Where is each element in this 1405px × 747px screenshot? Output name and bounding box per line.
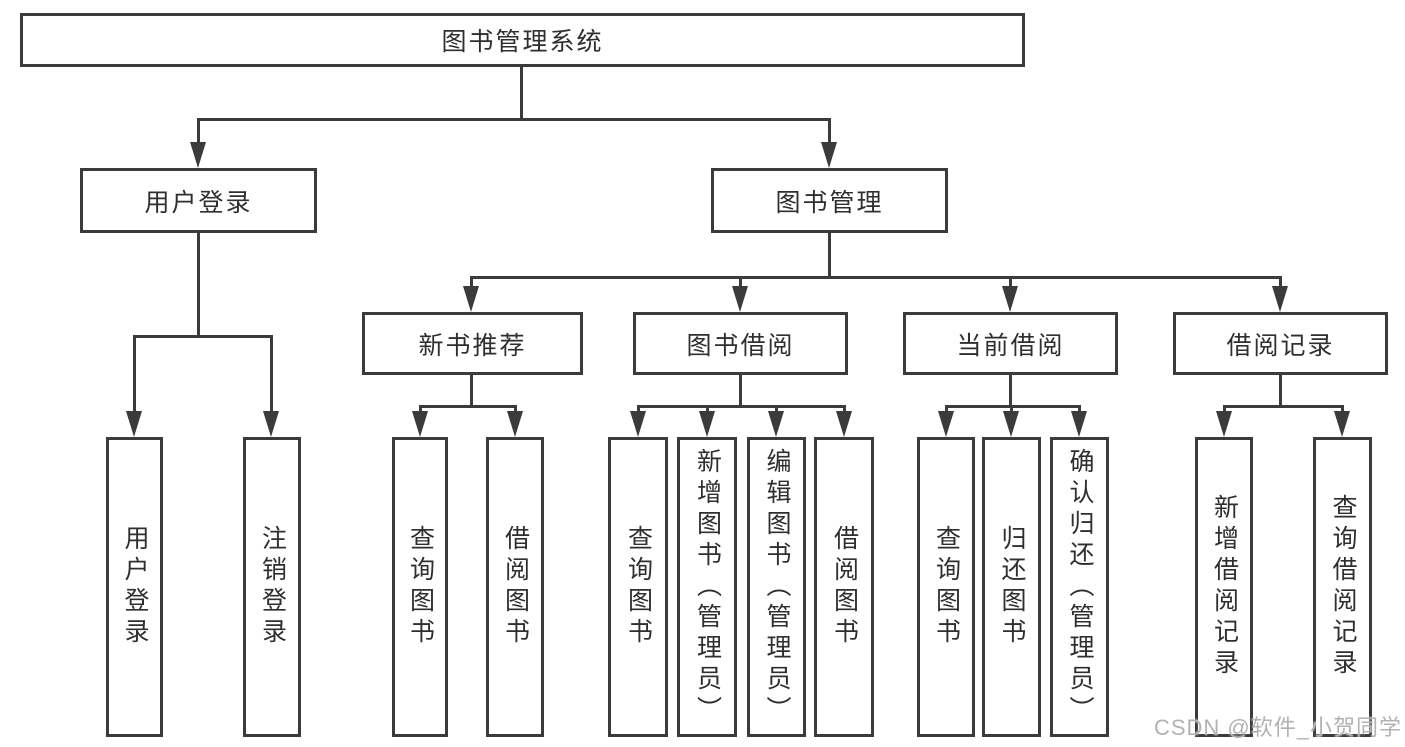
leaf-borrow-books: 借阅图书	[814, 437, 874, 737]
node-label: 新增图书（管理员）	[693, 447, 722, 727]
arrow-down	[1003, 411, 1019, 437]
node-label: 借阅图书	[830, 525, 859, 649]
node-label: 新增借阅记录	[1210, 494, 1239, 680]
node-label: 确认归还（管理员）	[1066, 447, 1094, 727]
node-label: 用户登录	[121, 525, 149, 649]
node-label: 图书管理系统	[441, 28, 604, 56]
arrow-down	[1071, 411, 1087, 437]
connector-stem-book-borrow	[739, 276, 742, 294]
node-current-borrow: 当前借阅	[903, 312, 1118, 375]
connector-borrow-records-bus	[1223, 405, 1344, 408]
node-user-login: 用户登录	[80, 168, 317, 233]
arrow-down	[1002, 286, 1018, 312]
connector-user-login-bus	[133, 335, 273, 338]
arrow-down	[412, 411, 428, 437]
node-label: 图书借阅	[686, 331, 795, 360]
connector-book-borrow-bus	[637, 405, 846, 408]
connector-stem-borrow-records	[1279, 276, 1282, 294]
node-label: 当前借阅	[956, 331, 1065, 360]
connector-stem-leaf	[270, 335, 273, 415]
node-label: 借阅图书	[501, 525, 530, 649]
node-label: 查询图书	[406, 525, 435, 649]
connector-user-login-drop	[197, 233, 200, 338]
node-borrow-records: 借阅记录	[1173, 312, 1388, 375]
arrow-down	[938, 411, 954, 437]
connector-level2-bus	[197, 118, 831, 121]
node-label: 编辑图书（管理员）	[763, 447, 791, 727]
arrow-down	[1216, 411, 1232, 437]
connector-book-management-drop	[828, 233, 831, 279]
leaf-return-books: 归还图书	[982, 437, 1041, 737]
arrow-down	[821, 142, 837, 168]
node-label: 注销登录	[258, 525, 287, 649]
connector-stem-book-management	[828, 118, 831, 150]
leaf-add-books-admin: 新增图书（管理员）	[677, 437, 737, 737]
arrow-down	[1334, 411, 1350, 437]
arrow-down	[1272, 286, 1288, 312]
arrow-down	[463, 286, 479, 312]
leaf-query-books-recommend: 查询图书	[392, 437, 448, 737]
connector-current-borrow-bus	[945, 405, 1081, 408]
arrow-down	[699, 411, 715, 437]
arrow-down	[732, 286, 748, 312]
leaf-logout: 注销登录	[243, 437, 301, 737]
leaf-edit-books-admin: 编辑图书（管理员）	[747, 437, 806, 737]
connector-new-book-drop	[470, 375, 473, 408]
arrow-down	[507, 411, 523, 437]
node-label: 图书管理	[775, 188, 884, 217]
leaf-confirm-return-admin: 确认归还（管理员）	[1050, 437, 1109, 737]
connector-stem-new-book	[470, 276, 473, 294]
node-label: 查询借阅记录	[1329, 494, 1357, 680]
arrow-down	[630, 411, 646, 437]
node-label: 查询图书	[932, 525, 961, 649]
arrow-down	[836, 411, 852, 437]
node-library-system: 图书管理系统	[20, 13, 1025, 67]
connector-book-borrow-drop	[739, 375, 742, 408]
leaf-borrow-books-recommend: 借阅图书	[486, 437, 544, 737]
node-label: 新书推荐	[418, 331, 527, 360]
node-label: 借阅记录	[1226, 331, 1335, 360]
leaf-add-borrow-record: 新增借阅记录	[1195, 437, 1253, 737]
leaf-query-books-current: 查询图书	[917, 437, 975, 737]
arrow-down	[263, 411, 279, 437]
leaf-query-books-borrow: 查询图书	[608, 437, 668, 737]
leaf-user-login: 用户登录	[106, 437, 163, 737]
node-new-book-recommend: 新书推荐	[362, 312, 583, 375]
arrow-down	[768, 411, 784, 437]
csdn-watermark: CSDN @软件_小贺同学	[1153, 715, 1402, 740]
connector-stem-leaf	[133, 335, 136, 415]
node-label: 用户登录	[144, 188, 253, 217]
node-book-management: 图书管理	[711, 168, 948, 233]
connector-level3-bus	[470, 276, 1281, 279]
node-book-borrow: 图书借阅	[633, 312, 848, 375]
leaf-query-borrow-record: 查询借阅记录	[1313, 437, 1372, 737]
connector-borrow-records-drop	[1279, 375, 1282, 408]
connector-current-borrow-drop	[1009, 375, 1012, 408]
connector-stem-current-borrow	[1009, 276, 1012, 294]
connector-new-book-bus	[419, 405, 517, 408]
arrow-down	[190, 142, 206, 168]
connector-root-drop	[520, 67, 523, 120]
connector-stem-user-login	[197, 118, 200, 150]
node-label: 归还图书	[998, 525, 1026, 649]
arrow-down	[126, 411, 142, 437]
node-label: 查询图书	[624, 525, 653, 649]
